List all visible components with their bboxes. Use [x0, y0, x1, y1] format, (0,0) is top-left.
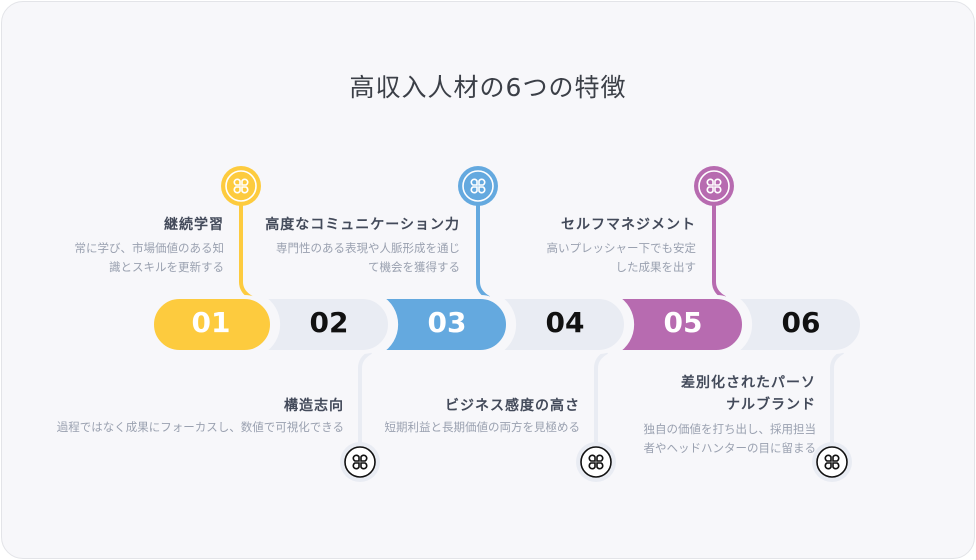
step-number-04: 04: [545, 306, 585, 339]
step-number-03: 03: [427, 306, 467, 339]
item-01-desc: 常に学び、市場価値のある知識とスキルを更新する: [74, 241, 225, 274]
item-04-title: ビジネス感度の高さ: [445, 398, 580, 414]
clover-icon: [340, 442, 380, 482]
connector-04: [594, 350, 609, 445]
step-number-01: 01: [191, 306, 231, 339]
item-02-title: 構造志向: [284, 398, 344, 414]
segment-01: [150, 295, 274, 354]
connector-06: [830, 350, 845, 445]
clover-icon: [221, 166, 261, 206]
clover-icon: [812, 442, 852, 482]
clover-icon: [458, 166, 498, 206]
item-03-desc: 専門性のある表現や人脈形成を通じて機会を獲得する: [276, 241, 460, 274]
item-01-title: 継続学習: [164, 217, 224, 233]
segment-06: [726, 295, 864, 354]
segment-04: [490, 295, 628, 354]
step-number-06: 06: [781, 306, 821, 339]
segment-03: [372, 295, 510, 354]
connector-03: [476, 205, 491, 300]
item-04-desc: 短期利益と長期価値の両方を見極める: [384, 420, 581, 434]
connector-01: [239, 205, 254, 300]
item-03-title: 高度なコミュニケーション力: [265, 217, 460, 233]
connector-05: [712, 205, 727, 300]
segment-05: [608, 295, 746, 354]
item-05-title: セルフマネジメント: [561, 217, 696, 233]
item-02-desc: 過程ではなく成果にフォーカスし、数値で可視化できる: [56, 420, 344, 434]
segment-02: [254, 295, 392, 354]
item-06-title: 差別化されたパーソナルブランド: [681, 375, 816, 413]
step-number-02: 02: [309, 306, 349, 339]
clover-icon: [694, 166, 734, 206]
page-title: 高収入人材の6つの特徴: [349, 73, 627, 102]
item-06-desc: 独自の価値を打ち出し、採用担当者やヘッドハンターの目に留まる: [643, 422, 817, 455]
item-05-desc: 高いプレッシャー下でも安定した成果を出す: [546, 241, 697, 274]
connector-02: [358, 350, 373, 445]
clover-icon: [576, 442, 616, 482]
step-number-05: 05: [663, 306, 703, 339]
